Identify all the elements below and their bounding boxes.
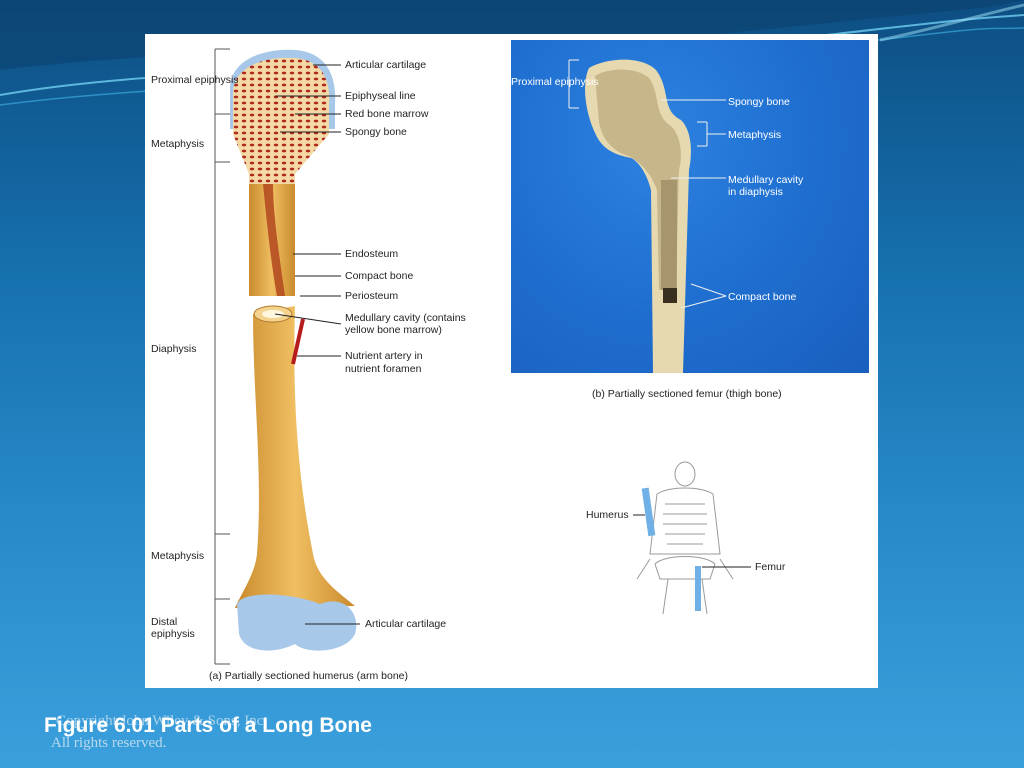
label-epiphyseal-line: Epiphyseal line [345, 90, 416, 102]
panel-a-leader-lines [274, 64, 360, 625]
label-red-bone-marrow: Red bone marrow [345, 108, 429, 120]
label-diaphysis: Diaphysis [151, 343, 197, 355]
label-distal-epiphysis: Distal epiphysis [151, 616, 195, 640]
label-metaphysis-top: Metaphysis [151, 138, 205, 150]
label-articular-cartilage-bottom: Articular cartilage [365, 618, 447, 630]
label-periosteum: Periosteum [345, 290, 399, 302]
label-metaphysis-bottom: Metaphysis [151, 550, 205, 562]
label-articular-cartilage-top: Articular cartilage [345, 59, 427, 71]
photo-label-spongy-bone: Spongy bone [728, 96, 790, 108]
photo-label-metaphysis: Metaphysis [728, 129, 782, 141]
figure-panel: Proximal epiphysis Metaphysis Diaphysis … [145, 34, 878, 688]
skeleton-locator-figure [633, 461, 751, 615]
label-nutrient-artery-line2: nutrient foramen [345, 363, 422, 375]
caption-panel-b: (b) Partially sectioned femur (thigh bon… [592, 388, 782, 400]
label-proximal-epiphysis: Proximal epiphysis [151, 74, 239, 86]
femur-shape [568, 59, 727, 373]
photo-label-compact-bone: Compact bone [728, 291, 797, 303]
femur-photo: Proximal epiphysis Spongy bone Metaphysi… [511, 40, 869, 373]
label-compact-bone: Compact bone [345, 270, 414, 282]
photo-label-medullary-cavity-line2: in diaphysis [728, 186, 783, 198]
slide-title: Figure 6.01 Parts of a Long Bone [44, 714, 372, 737]
label-spongy-bone: Spongy bone [345, 126, 407, 138]
photo-label-proximal-epiphysis: Proximal epiphysis [511, 76, 599, 88]
label-nutrient-artery-line1: Nutrient artery in [345, 350, 423, 362]
caption-panel-a: (a) Partially sectioned humerus (arm bon… [209, 670, 408, 682]
humerus-highlight [641, 487, 656, 537]
label-endosteum: Endosteum [345, 248, 399, 260]
label-medullary-cavity-line1: Medullary cavity (contains [345, 312, 466, 324]
copyright-line-2: All rights reserved. [51, 735, 167, 751]
photo-label-medullary-cavity-line1: Medullary cavity [728, 174, 804, 186]
label-medullary-cavity-line2: yellow bone marrow) [345, 324, 442, 336]
label-femur: Femur [755, 561, 786, 573]
femur-highlight [695, 566, 701, 611]
label-humerus: Humerus [586, 509, 629, 521]
copyright-line-1: Copyright John Wiley & Sons, Inc. [56, 713, 268, 729]
